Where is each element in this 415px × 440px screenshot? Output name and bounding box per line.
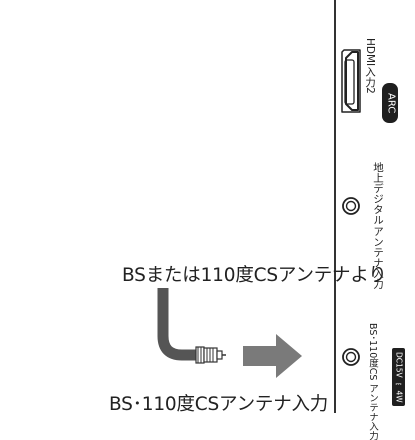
bs-antenna-label: BS･110度CS アンテナ入力 [366,323,378,440]
bs-coax-port-icon [342,348,360,366]
antenna-cable [157,288,197,361]
terrestrial-antenna-label: 地上デジタル アンテナ入力 [372,162,385,289]
hdmi-port-icon [341,49,361,113]
connection-diagram: BSまたは110度CSアンテナより BS･110度CSアンテナ入力 HDMI入力… [109,0,405,440]
hdmi-input-label: HDMI入力2 [364,38,377,94]
diagram-graphics [157,0,361,413]
arrow-right-icon [243,334,302,378]
arc-badge: ARC [382,83,398,123]
antenna-source-caption: BSまたは110度CSアンテナより [122,265,387,286]
power-rating-badge: DC15V ⎓ 4W [392,348,405,406]
bs-input-caption: BS･110度CSアンテナ入力 [109,394,329,415]
coax-port-icon [342,197,360,215]
f-connector-icon [195,346,226,364]
terrestrial-label-line2: アンテナ入力 [372,226,385,289]
terrestrial-label-line1: 地上デジタル [372,162,385,225]
